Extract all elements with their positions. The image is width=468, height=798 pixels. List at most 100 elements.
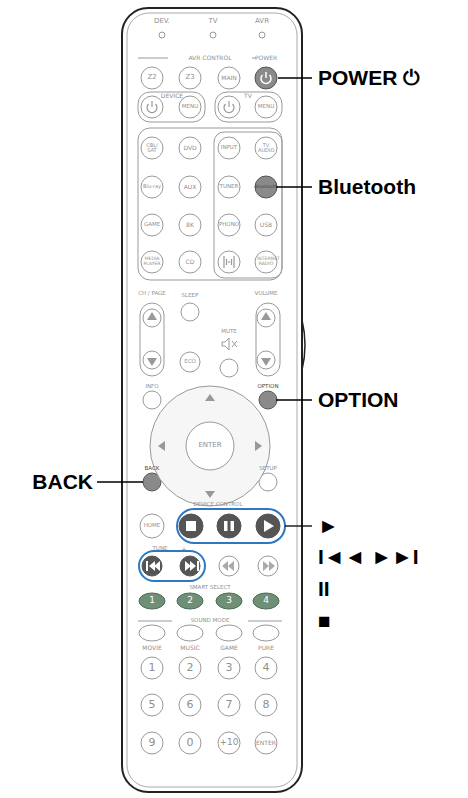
- buttons: [139, 67, 280, 754]
- button: [142, 556, 162, 576]
- button-label: TUNE: [153, 546, 168, 552]
- button: [218, 251, 240, 273]
- button: [143, 309, 161, 327]
- button-label: MEDIA PLAYER: [143, 257, 161, 267]
- button-label: SETUP: [259, 466, 277, 472]
- button-label: DEVICE CONTROL: [193, 502, 242, 508]
- button: [218, 137, 240, 159]
- scan-symbols: [222, 561, 275, 571]
- button-label: CD: [186, 259, 195, 265]
- button: [179, 137, 201, 159]
- button-label: SLEEP: [182, 293, 199, 299]
- button-label: DEVICE: [161, 93, 183, 99]
- button-label: +10: [220, 738, 239, 747]
- button-label: +: [181, 546, 186, 552]
- button-label: 0: [187, 737, 194, 749]
- button-label: AVR CONTROL: [188, 55, 231, 61]
- power-icon: [147, 101, 234, 113]
- button-label: TUNER: [220, 184, 239, 190]
- button: [141, 67, 163, 89]
- button: [143, 391, 161, 409]
- button-label: DVD: [183, 145, 196, 151]
- button: [220, 359, 238, 377]
- dpad-arrows: [147, 312, 271, 498]
- button-label: 4: [263, 662, 270, 674]
- button-label: 8K: [186, 222, 194, 228]
- button: [143, 351, 161, 369]
- button-label: SOUND MODE: [191, 618, 230, 624]
- remote-inner-edge: [127, 13, 297, 787]
- button: [216, 593, 242, 609]
- button: [253, 625, 279, 641]
- button-label: MENU: [258, 104, 274, 110]
- button: [141, 137, 163, 159]
- button: [141, 176, 163, 198]
- button: [141, 657, 163, 679]
- button-label: 3: [226, 596, 232, 605]
- button: [179, 514, 203, 538]
- button-label: MUSIC: [180, 645, 199, 651]
- button: [179, 67, 201, 89]
- heos-icon: [224, 256, 234, 268]
- button-label: INFO: [145, 384, 158, 390]
- button: [139, 593, 165, 609]
- button-label: USB: [260, 222, 272, 228]
- button-label: AVR: [255, 18, 269, 25]
- transport-symbols: [146, 520, 274, 571]
- button-label: BACK: [145, 466, 160, 472]
- button: [218, 732, 240, 754]
- button-label: PURE: [258, 645, 274, 651]
- button: [180, 556, 200, 576]
- button: [217, 514, 241, 538]
- button-label: INTERNET RADIO: [257, 257, 275, 267]
- button: [140, 514, 164, 538]
- button-label: MUTE: [221, 329, 237, 335]
- enter-button: [186, 422, 234, 470]
- button-label: 8: [263, 699, 270, 711]
- button: [255, 251, 277, 273]
- button: [179, 96, 201, 118]
- button-label: 5: [149, 699, 156, 711]
- leader-lines: [97, 78, 312, 526]
- led-indicators: [159, 32, 265, 38]
- button-label: TV: [244, 93, 252, 99]
- callout-label: OPTION: [318, 389, 399, 411]
- button-label: ECO: [184, 359, 196, 365]
- button-label: GAME: [144, 222, 160, 228]
- button-label: SMART SELECT: [189, 585, 230, 591]
- button: [255, 214, 277, 236]
- button-label: MENU: [182, 104, 198, 110]
- button: [255, 657, 277, 679]
- button: [255, 137, 277, 159]
- button-label: ENTER: [256, 740, 276, 746]
- button: [179, 694, 201, 716]
- button-label: Blu-ray: [143, 184, 161, 189]
- mute-icon: [222, 338, 237, 350]
- button: [253, 593, 279, 609]
- button: [181, 303, 199, 321]
- button: [218, 694, 240, 716]
- button-label: OPTION: [257, 384, 278, 390]
- highlight-frame: [177, 509, 285, 543]
- button-label: VOLUME: [254, 291, 277, 297]
- button-label: MOVIE: [142, 645, 161, 651]
- button-label: HOME: [144, 523, 161, 529]
- button: [219, 556, 239, 576]
- button-label: 1: [149, 596, 155, 605]
- button: [179, 251, 201, 273]
- button: [141, 251, 163, 273]
- button-label: DEV.: [154, 18, 170, 25]
- remote-body: [122, 8, 302, 792]
- button: [179, 176, 201, 198]
- button: [255, 67, 277, 89]
- button-label: 2: [187, 596, 193, 605]
- button: [141, 732, 163, 754]
- button: [180, 352, 200, 372]
- button: [179, 732, 201, 754]
- button: [255, 176, 277, 198]
- button: [218, 176, 240, 198]
- button-label: 3: [226, 662, 233, 674]
- button: [141, 214, 163, 236]
- button-label: 7: [226, 699, 233, 711]
- button: [139, 625, 165, 641]
